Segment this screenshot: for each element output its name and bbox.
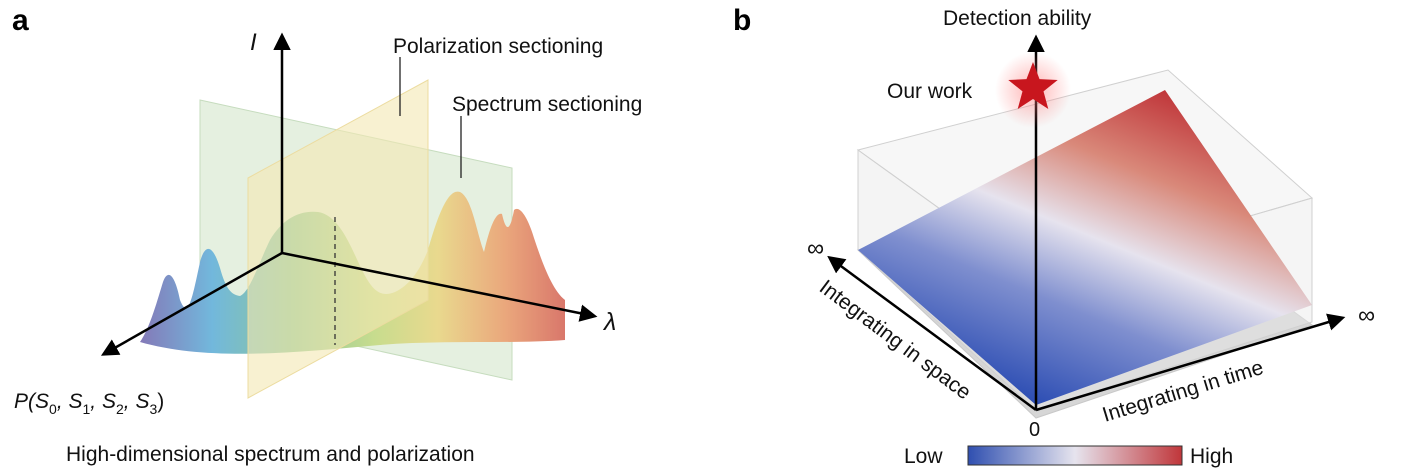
detection-surface <box>858 90 1312 405</box>
panel-a-letter: a <box>12 4 29 37</box>
our-work-label: Our work <box>887 80 973 103</box>
axis-p-arrow <box>100 251 283 356</box>
panel-b-letter: b <box>733 4 751 37</box>
axis-p-label: P(S0, S1, S2, S3) <box>14 390 164 417</box>
origin-label: 0 <box>1029 419 1040 441</box>
our-work-star-icon <box>1008 62 1058 109</box>
infinity-time-label: ∞ <box>1358 302 1375 329</box>
axis-i-label: I <box>250 29 257 56</box>
axis-lambda-label: λ <box>602 308 616 336</box>
panel-a-caption: High-dimensional spectrum and polarizati… <box>66 443 475 466</box>
colorbar-high-label: High <box>1190 445 1233 468</box>
polarization-sectioning-label: Polarization sectioning <box>393 35 603 58</box>
panel-b: b Detection ability Our work ∞ ∞ 0 Integ… <box>733 4 1375 468</box>
polarization-sectioning-plane <box>247 79 429 399</box>
axis-time-arrow <box>1035 313 1346 412</box>
colorbar <box>967 445 1183 466</box>
infinity-space-label: ∞ <box>807 235 824 262</box>
spectrum-sectioning-label: Spectrum sectioning <box>452 93 642 116</box>
axis-space-arrow <box>827 255 1037 412</box>
detection-ability-label: Detection ability <box>943 7 1092 30</box>
axis-lambda-arrow <box>281 251 598 322</box>
panel-a: a I λ Polarization sectioning Spectrum s… <box>12 4 642 466</box>
colorbar-low-label: Low <box>904 445 943 468</box>
